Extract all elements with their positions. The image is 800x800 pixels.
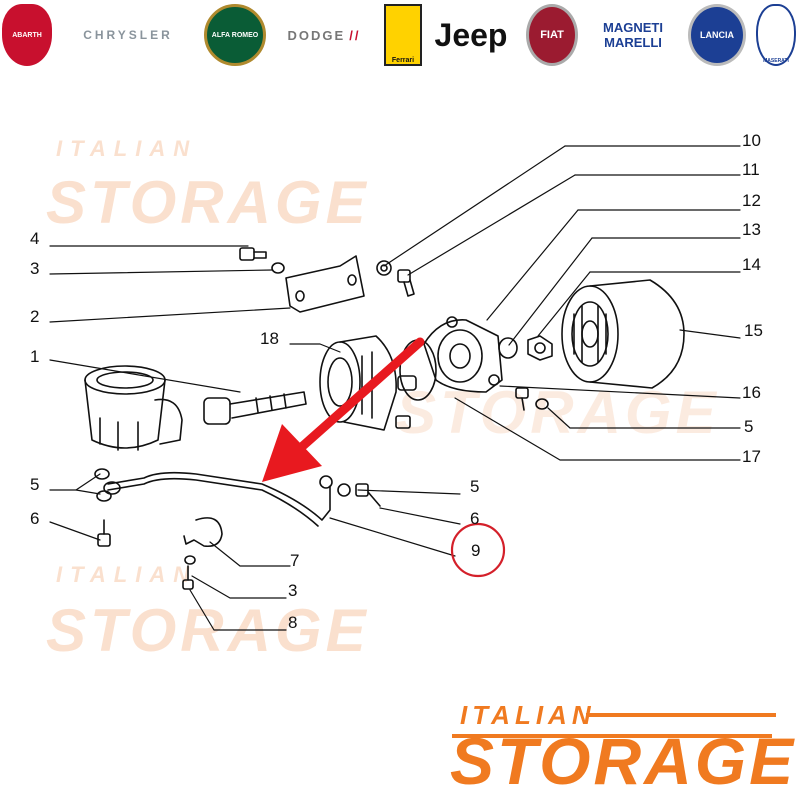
abarth-logo: ABARTH <box>2 4 52 66</box>
callout-16: 16 <box>742 383 761 402</box>
part-14-nut <box>527 335 553 361</box>
callout-8: 8 <box>288 613 297 632</box>
part-16-screw <box>515 387 529 411</box>
callout-5-mid: 5 <box>470 477 479 496</box>
alfa-romeo-logo: ALFA ROMEO <box>204 4 266 66</box>
highlight-arrow <box>262 337 425 482</box>
lancia-logo: LANCIA <box>688 4 746 66</box>
part-6-screw-mid <box>355 483 381 507</box>
part-3-washer-bottom <box>184 555 196 565</box>
part-10-nut <box>376 260 392 276</box>
part-2-bracket <box>285 255 365 313</box>
fiat-logo: FIAT <box>526 4 578 66</box>
part-13-washer <box>498 337 518 359</box>
magneti-marelli-logo: MAGNETI MARELLI <box>603 20 663 50</box>
part-5-washer-mid <box>337 483 351 497</box>
callout-13: 13 <box>742 220 761 239</box>
part-5-washer-left-a <box>94 468 110 480</box>
brand-logo-row: ABARTH CHRYSLER ALFA ROMEO DODGE// Ferra… <box>0 0 800 76</box>
callout-18: 18 <box>260 329 279 348</box>
callout-5-left: 5 <box>30 475 39 494</box>
chrysler-logo: CHRYSLER <box>83 28 173 42</box>
callout-15: 15 <box>744 321 763 340</box>
callout-11: 11 <box>742 160 760 179</box>
part-8-screw <box>182 565 194 590</box>
part-6-screw-left <box>97 519 111 547</box>
part-5-washer-right <box>535 398 549 410</box>
part-11-screw <box>397 269 415 297</box>
part-3-washer-top <box>271 262 285 274</box>
brand-italian: ITALIAN <box>460 700 596 730</box>
part-4-screw <box>239 247 267 261</box>
highlight-circle-9 <box>450 522 506 578</box>
watermark-italian-top: ITALIAN <box>56 136 198 161</box>
callout-5-right: 5 <box>744 417 753 436</box>
brand-bar-top <box>586 713 776 717</box>
callout-14: 14 <box>742 255 761 274</box>
callout-1: 1 <box>30 347 39 366</box>
part-1-mount-body <box>84 365 183 451</box>
watermark-storage-bottom: STORAGE <box>46 597 370 664</box>
part-9-oil-pipe <box>103 471 333 527</box>
callout-2: 2 <box>30 307 39 326</box>
part-12-filter-support <box>397 316 503 401</box>
callout-4: 4 <box>30 229 39 248</box>
brand-storage: STORAGE <box>450 724 797 798</box>
ferrari-logo: Ferrari <box>384 4 422 66</box>
callout-9: 9 <box>471 541 480 560</box>
dodge-logo: DODGE// <box>287 27 361 43</box>
callout-3-top: 3 <box>30 259 39 278</box>
part-7-clamp <box>183 517 223 548</box>
callout-17: 17 <box>742 447 761 466</box>
callout-numbers: 10 11 12 13 14 15 16 5 17 4 3 2 18 1 5 6… <box>30 131 763 632</box>
brand-bar-mid <box>452 734 772 738</box>
jeep-logo: Jeep <box>434 16 508 53</box>
watermark-storage-mid: STORAGE <box>396 379 720 446</box>
callout-6-left: 6 <box>30 509 39 528</box>
part-15-oil-filter <box>561 279 685 389</box>
leader-lines <box>49 145 741 631</box>
callout-6-mid: 6 <box>470 509 479 528</box>
watermark-storage-top: STORAGE <box>46 169 370 236</box>
callout-7: 7 <box>290 551 299 570</box>
part-1-bolt <box>203 391 307 425</box>
callout-12: 12 <box>742 191 761 210</box>
callout-3-bottom: 3 <box>288 581 297 600</box>
callout-10: 10 <box>742 131 761 150</box>
maserati-logo: MASERATI <box>756 4 796 66</box>
watermark-italian-bottom: ITALIAN <box>56 562 198 587</box>
part-5-washer-left-b <box>96 490 112 502</box>
